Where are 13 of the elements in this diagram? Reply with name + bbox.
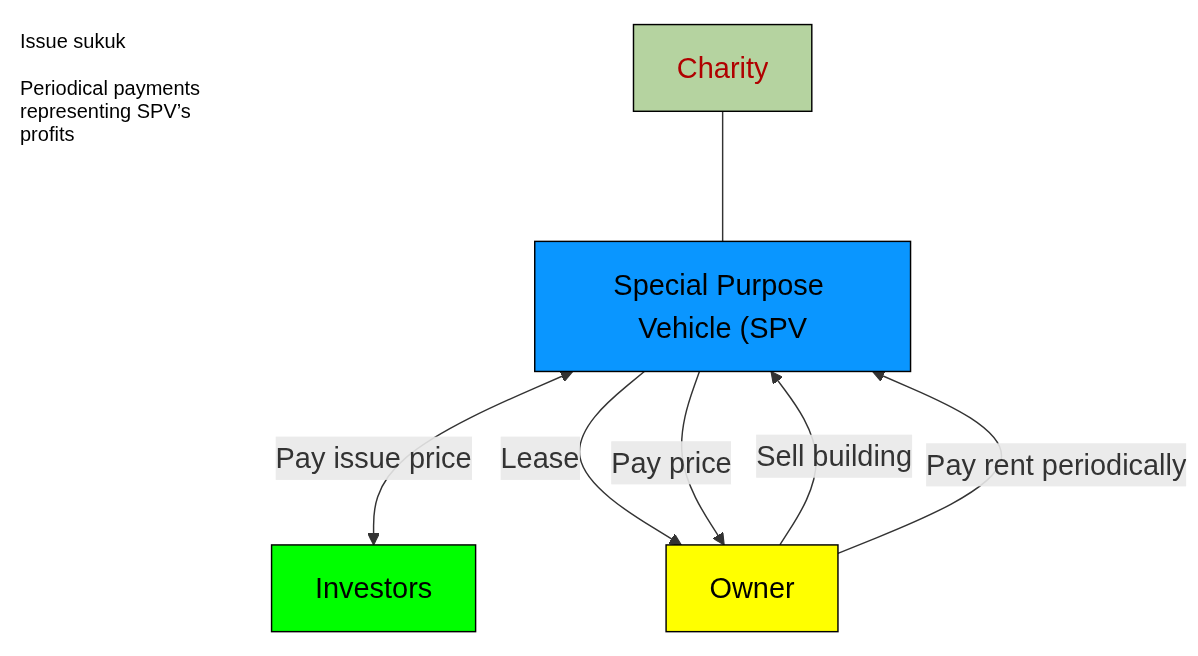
- node-box: Investors: [270, 544, 477, 633]
- note-text: Periodical payments representing SPV’s profits: [20, 77, 202, 146]
- node-box: Charity: [632, 23, 813, 112]
- note-text: Issue sukuk: [20, 30, 127, 53]
- node-box: Owner: [665, 544, 839, 633]
- edge-label: Pay price: [611, 446, 732, 479]
- edge-label: Pay rent periodically: [926, 448, 1187, 481]
- node-box: Special Purpose Vehicle (SPV: [534, 240, 912, 373]
- edge-label: Sell building: [756, 440, 913, 472]
- edge-label: Pay issue price: [275, 442, 472, 474]
- arrow: [578, 370, 682, 546]
- connector: [721, 110, 724, 242]
- edge-label: Lease: [500, 442, 580, 474]
